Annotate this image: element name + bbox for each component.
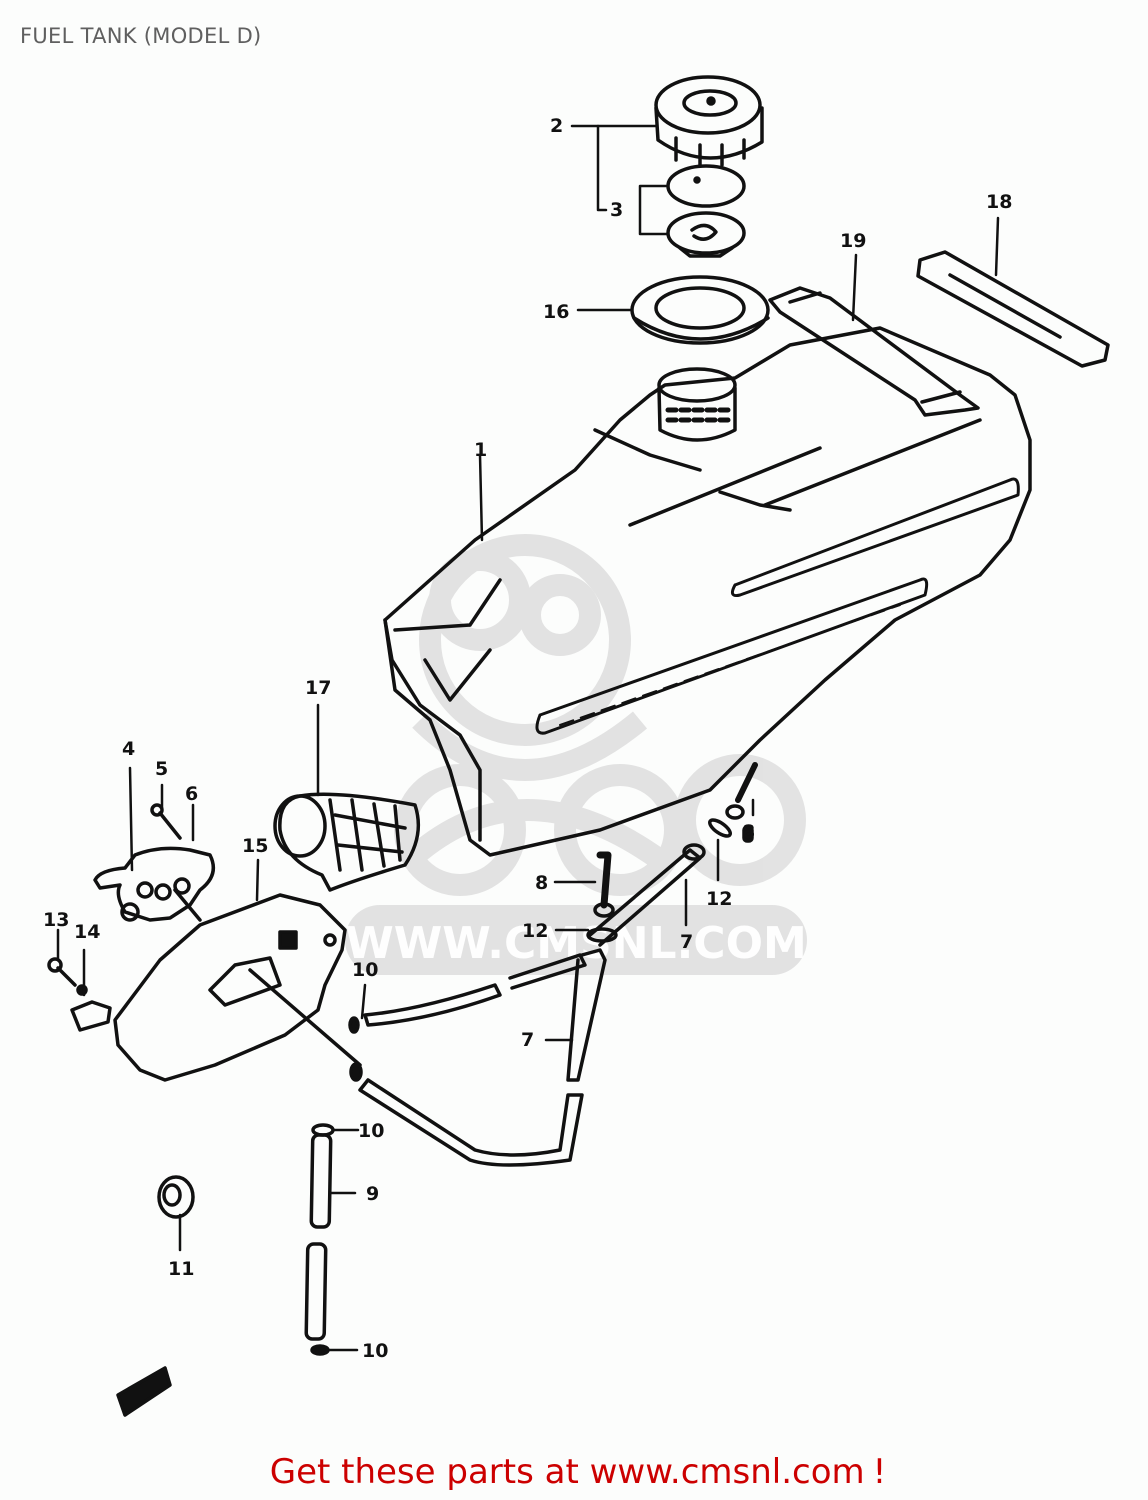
watermark: WWW.CMSNL.COM: [345, 534, 807, 975]
callout-19: 19: [840, 230, 866, 252]
callout-10b: 10: [358, 1120, 384, 1142]
rear-cushion-part: [916, 250, 1110, 368]
callout-16: 16: [543, 301, 569, 323]
callout-6: 6: [185, 783, 198, 805]
bracket-part: [116, 1366, 172, 1417]
callout-labels: 2 3 16 19 18 1 17 4 5 6 15 13 14 8 8 12 …: [43, 115, 1012, 1362]
grommet-part: [157, 1175, 195, 1219]
callout-8b: 8: [742, 821, 755, 843]
callout-9: 9: [366, 1183, 379, 1205]
callout-18: 18: [986, 191, 1012, 213]
band-part: [768, 286, 980, 417]
watermark-logo-icon: [394, 534, 806, 896]
callout-11: 11: [168, 1258, 194, 1280]
footer-parts-link[interactable]: Get these parts at www.cmsnl.com!: [0, 1452, 1148, 1492]
footer-link-suffix: !: [872, 1452, 887, 1492]
fuel-tank-part: [383, 326, 1032, 857]
callout-14: 13: [43, 909, 69, 931]
callout-7b: 7: [521, 1029, 534, 1051]
callout-3: 3: [610, 199, 623, 221]
callout-15: 14: [74, 921, 100, 943]
fuel-cock-part: [93, 803, 216, 922]
callout-10c: 10: [362, 1340, 388, 1362]
callout-12b: 12: [706, 888, 732, 910]
page-title: FUEL TANK (MODEL D): [20, 24, 262, 48]
callout-17: 17: [305, 677, 331, 699]
callout-1: 2: [550, 115, 563, 137]
fuel-hose-part: [304, 843, 706, 1341]
cover-plate-part: [113, 888, 362, 1082]
callout-10a: 10: [352, 959, 378, 981]
cap-gasket-part: [666, 164, 746, 258]
callout-tank: 1: [474, 439, 487, 461]
screw-washer-part: [47, 957, 112, 1032]
callout-7a: 7: [680, 931, 693, 953]
footer-link-text: Get these parts at www.cmsnl.com: [269, 1452, 865, 1492]
callout-8a: 8: [535, 872, 548, 894]
callout-4: 4: [122, 738, 135, 760]
clamp-part: [310, 1016, 363, 1356]
callout-5: 5: [155, 758, 168, 780]
callout-13: 15: [242, 835, 268, 857]
callout-12a: 12: [522, 920, 548, 942]
watermark-text: WWW.CMSNL.COM: [345, 918, 807, 969]
filler-cap-part: [654, 75, 764, 167]
cap-ring-part: [630, 275, 770, 345]
leader-lines: [56, 124, 1000, 1352]
bolt-washer-part: [586, 762, 758, 943]
boot-part: [273, 792, 421, 892]
